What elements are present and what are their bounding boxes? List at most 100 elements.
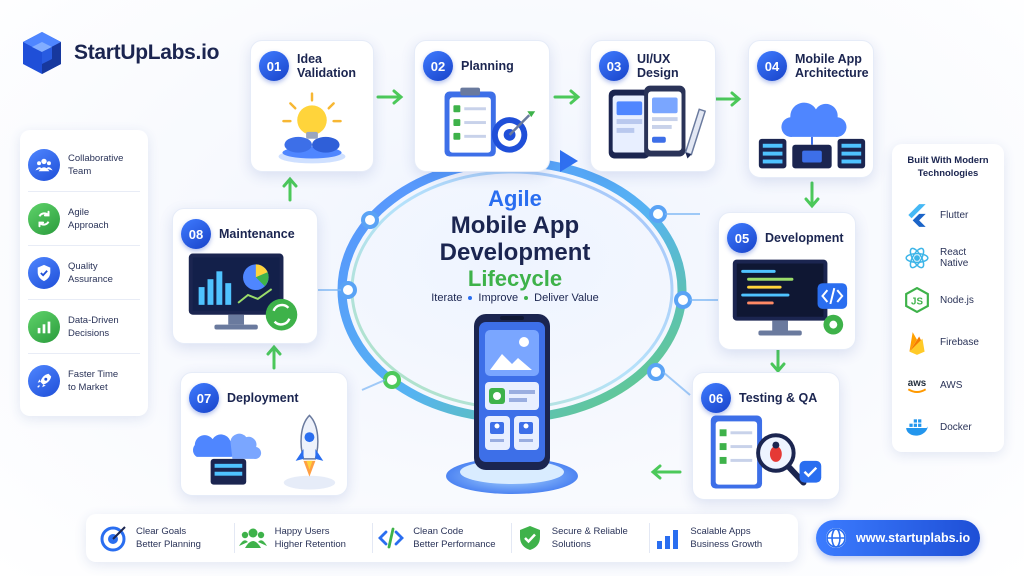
phone-mockup-stylus-icon xyxy=(608,85,707,159)
code-icon xyxy=(378,527,405,549)
tech-label: Docker xyxy=(940,422,972,434)
aws-icon: aws xyxy=(908,378,927,394)
step-title: Deployment xyxy=(227,391,299,405)
nodejs-icon: JS xyxy=(905,287,929,314)
benefit-label: Agile Approach xyxy=(68,206,109,231)
website-url: www.startuplabs.io xyxy=(856,531,971,545)
value-item: Scalable Apps Business Growth xyxy=(650,523,788,553)
smartphone-illustration xyxy=(474,314,550,470)
value-label: Clear Goals Better Planning xyxy=(136,526,201,550)
code-monitor-icon xyxy=(732,259,848,336)
svg-text:aws: aws xyxy=(908,378,927,389)
brand-name: StartUpLabs.io xyxy=(74,41,220,64)
step-number: 08 xyxy=(181,219,211,249)
growth-chart-icon xyxy=(657,530,679,549)
benefit-item: Quality Assurance xyxy=(28,246,140,300)
step-card-idea-validation[interactable]: 01 Idea Validation xyxy=(250,40,374,172)
title-line-lifecycle: Lifecycle xyxy=(467,266,563,291)
tech-item-nodejs: JS Node.js xyxy=(900,279,996,322)
benefits-panel: Collaborative Team Agile Approach Qualit… xyxy=(20,130,148,416)
step-card-maintenance[interactable]: 08 Maintenance xyxy=(172,208,318,344)
website-link[interactable]: www.startuplabs.io xyxy=(816,520,980,556)
svg-text:JS: JS xyxy=(911,297,923,308)
flow-arrows xyxy=(266,89,820,480)
benefit-item: Data-Driven Decisions xyxy=(28,300,140,354)
step-title: Planning xyxy=(461,59,514,73)
tagline-deliver-value: Deliver Value xyxy=(534,292,599,304)
step-number: 06 xyxy=(701,383,731,413)
benefit-label: Collaborative Team xyxy=(68,152,124,177)
brand-logo[interactable]: StartUpLabs.io xyxy=(18,26,228,80)
step-card-development[interactable]: 05 Development xyxy=(718,212,856,350)
title-line-mobile-app: Mobile App xyxy=(450,212,580,239)
tech-label: Node.js xyxy=(940,294,974,306)
users-icon xyxy=(238,528,267,548)
tech-item-aws: aws AWS xyxy=(900,364,996,407)
cloud-rocket-icon xyxy=(192,414,336,490)
step-title: Idea Validation xyxy=(297,52,357,80)
bar-chart-icon xyxy=(28,310,60,343)
step-number: 05 xyxy=(727,223,757,253)
checklist-magnifier-bug-icon xyxy=(710,415,822,489)
tagline: Iterate Improve Deliver Value xyxy=(400,292,630,304)
step-number: 02 xyxy=(423,51,453,81)
tech-label: AWS xyxy=(940,379,963,391)
step-number: 01 xyxy=(259,51,289,81)
step-card-ui-ux-design[interactable]: 03 UI/UX Design xyxy=(590,40,716,172)
step-title: UI/UX Design xyxy=(637,52,679,80)
tech-item-react-native: React Native xyxy=(900,237,996,280)
step-card-mobile-app-architecture[interactable]: 04 Mobile App Architecture xyxy=(748,40,874,178)
step-number: 04 xyxy=(757,51,787,81)
target-icon xyxy=(100,526,126,552)
benefit-label: Faster Time to Market xyxy=(68,369,119,393)
dashboard-monitor-icon xyxy=(188,253,298,331)
step-title: Testing & QA xyxy=(739,391,818,405)
tagline-iterate: Iterate xyxy=(431,292,463,304)
flutter-icon xyxy=(908,204,926,228)
checklist-target-icon xyxy=(444,87,536,157)
tech-item-docker: Docker xyxy=(900,407,996,450)
step-title: Maintenance xyxy=(219,227,295,241)
value-label: Clean Code Better Performance xyxy=(413,526,496,550)
firebase-icon xyxy=(909,331,925,355)
technologies-panel: Built With Modern Technologies Flutter R… xyxy=(892,144,1004,452)
benefit-label: Data-Driven Decisions xyxy=(68,314,119,339)
cloud-servers-icon xyxy=(758,102,866,169)
value-item: Happy Users Higher Retention xyxy=(235,523,374,553)
title-line-development: Development xyxy=(439,239,591,266)
step-number: 03 xyxy=(599,51,629,81)
benefit-item: Faster Time to Market xyxy=(28,354,140,408)
image-icon xyxy=(490,354,532,370)
value-label: Secure & Reliable Solutions xyxy=(551,526,628,550)
step-number: 07 xyxy=(189,383,219,413)
value-item: Secure & Reliable Solutions xyxy=(512,523,651,553)
title-line-agile: Agile xyxy=(488,186,542,211)
react-icon xyxy=(905,247,929,269)
step-title: Mobile App Architecture xyxy=(795,52,869,80)
value-item: Clean Code Better Performance xyxy=(373,523,512,553)
center-title: Agile Mobile App Development Lifecycle xyxy=(420,186,610,292)
step-title: Development xyxy=(765,231,844,245)
step-card-planning[interactable]: 02 Planning xyxy=(414,40,550,172)
rocket-icon xyxy=(28,365,60,397)
cycle-icon xyxy=(28,202,60,235)
shield-check-icon xyxy=(28,256,60,289)
bullet-dot xyxy=(468,296,473,300)
step-card-deployment[interactable]: 07 Deployment xyxy=(180,372,348,496)
benefit-item: Agile Approach xyxy=(28,192,140,246)
step-card-testing-qa[interactable]: 06 Testing & QA xyxy=(692,372,840,500)
value-proposition-bar: Clear Goals Better Planning Happy Users … xyxy=(86,514,798,562)
value-item: Clear Goals Better Planning xyxy=(96,523,235,553)
ring-arrowhead xyxy=(560,150,578,172)
shield-icon xyxy=(519,526,540,550)
benefit-item: Collaborative Team xyxy=(28,138,140,192)
tech-item-flutter: Flutter xyxy=(900,194,996,237)
value-label: Scalable Apps Business Growth xyxy=(690,526,763,550)
tech-item-firebase: Firebase xyxy=(900,322,996,365)
benefit-label: Quality Assurance xyxy=(68,260,113,285)
tech-label: Firebase xyxy=(940,337,979,349)
cube-logo-icon xyxy=(23,32,61,74)
globe-icon xyxy=(826,528,846,548)
tech-label: React Native xyxy=(940,246,969,269)
docker-icon xyxy=(906,419,928,436)
